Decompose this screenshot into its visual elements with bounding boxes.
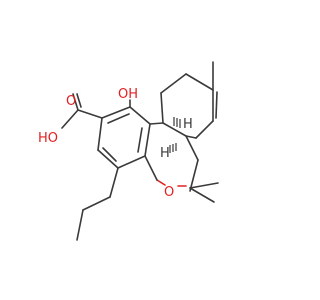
- stereo-hash-bottom: [169, 143, 177, 153]
- stereo-h-bottom: H: [160, 146, 170, 161]
- gem-dimethyl: [189, 182, 219, 203]
- cyclohexene-ring: [160, 73, 218, 139]
- propyl-chain: [76, 167, 119, 241]
- chemical-structure: OH O HO O: [38, 61, 219, 241]
- acid-oxygen-label: O: [66, 94, 76, 109]
- pyran-ring: [144, 122, 199, 192]
- hydroxyl-label: OH: [118, 87, 138, 102]
- stereo-hash-top: [173, 117, 181, 128]
- acid-hydroxyl-label: HO: [38, 131, 58, 146]
- ring-oxygen-label: O: [164, 185, 174, 200]
- stereo-h-top: H: [183, 117, 193, 132]
- carboxylic-acid: [61, 93, 103, 129]
- aromatic-ring: [97, 106, 151, 169]
